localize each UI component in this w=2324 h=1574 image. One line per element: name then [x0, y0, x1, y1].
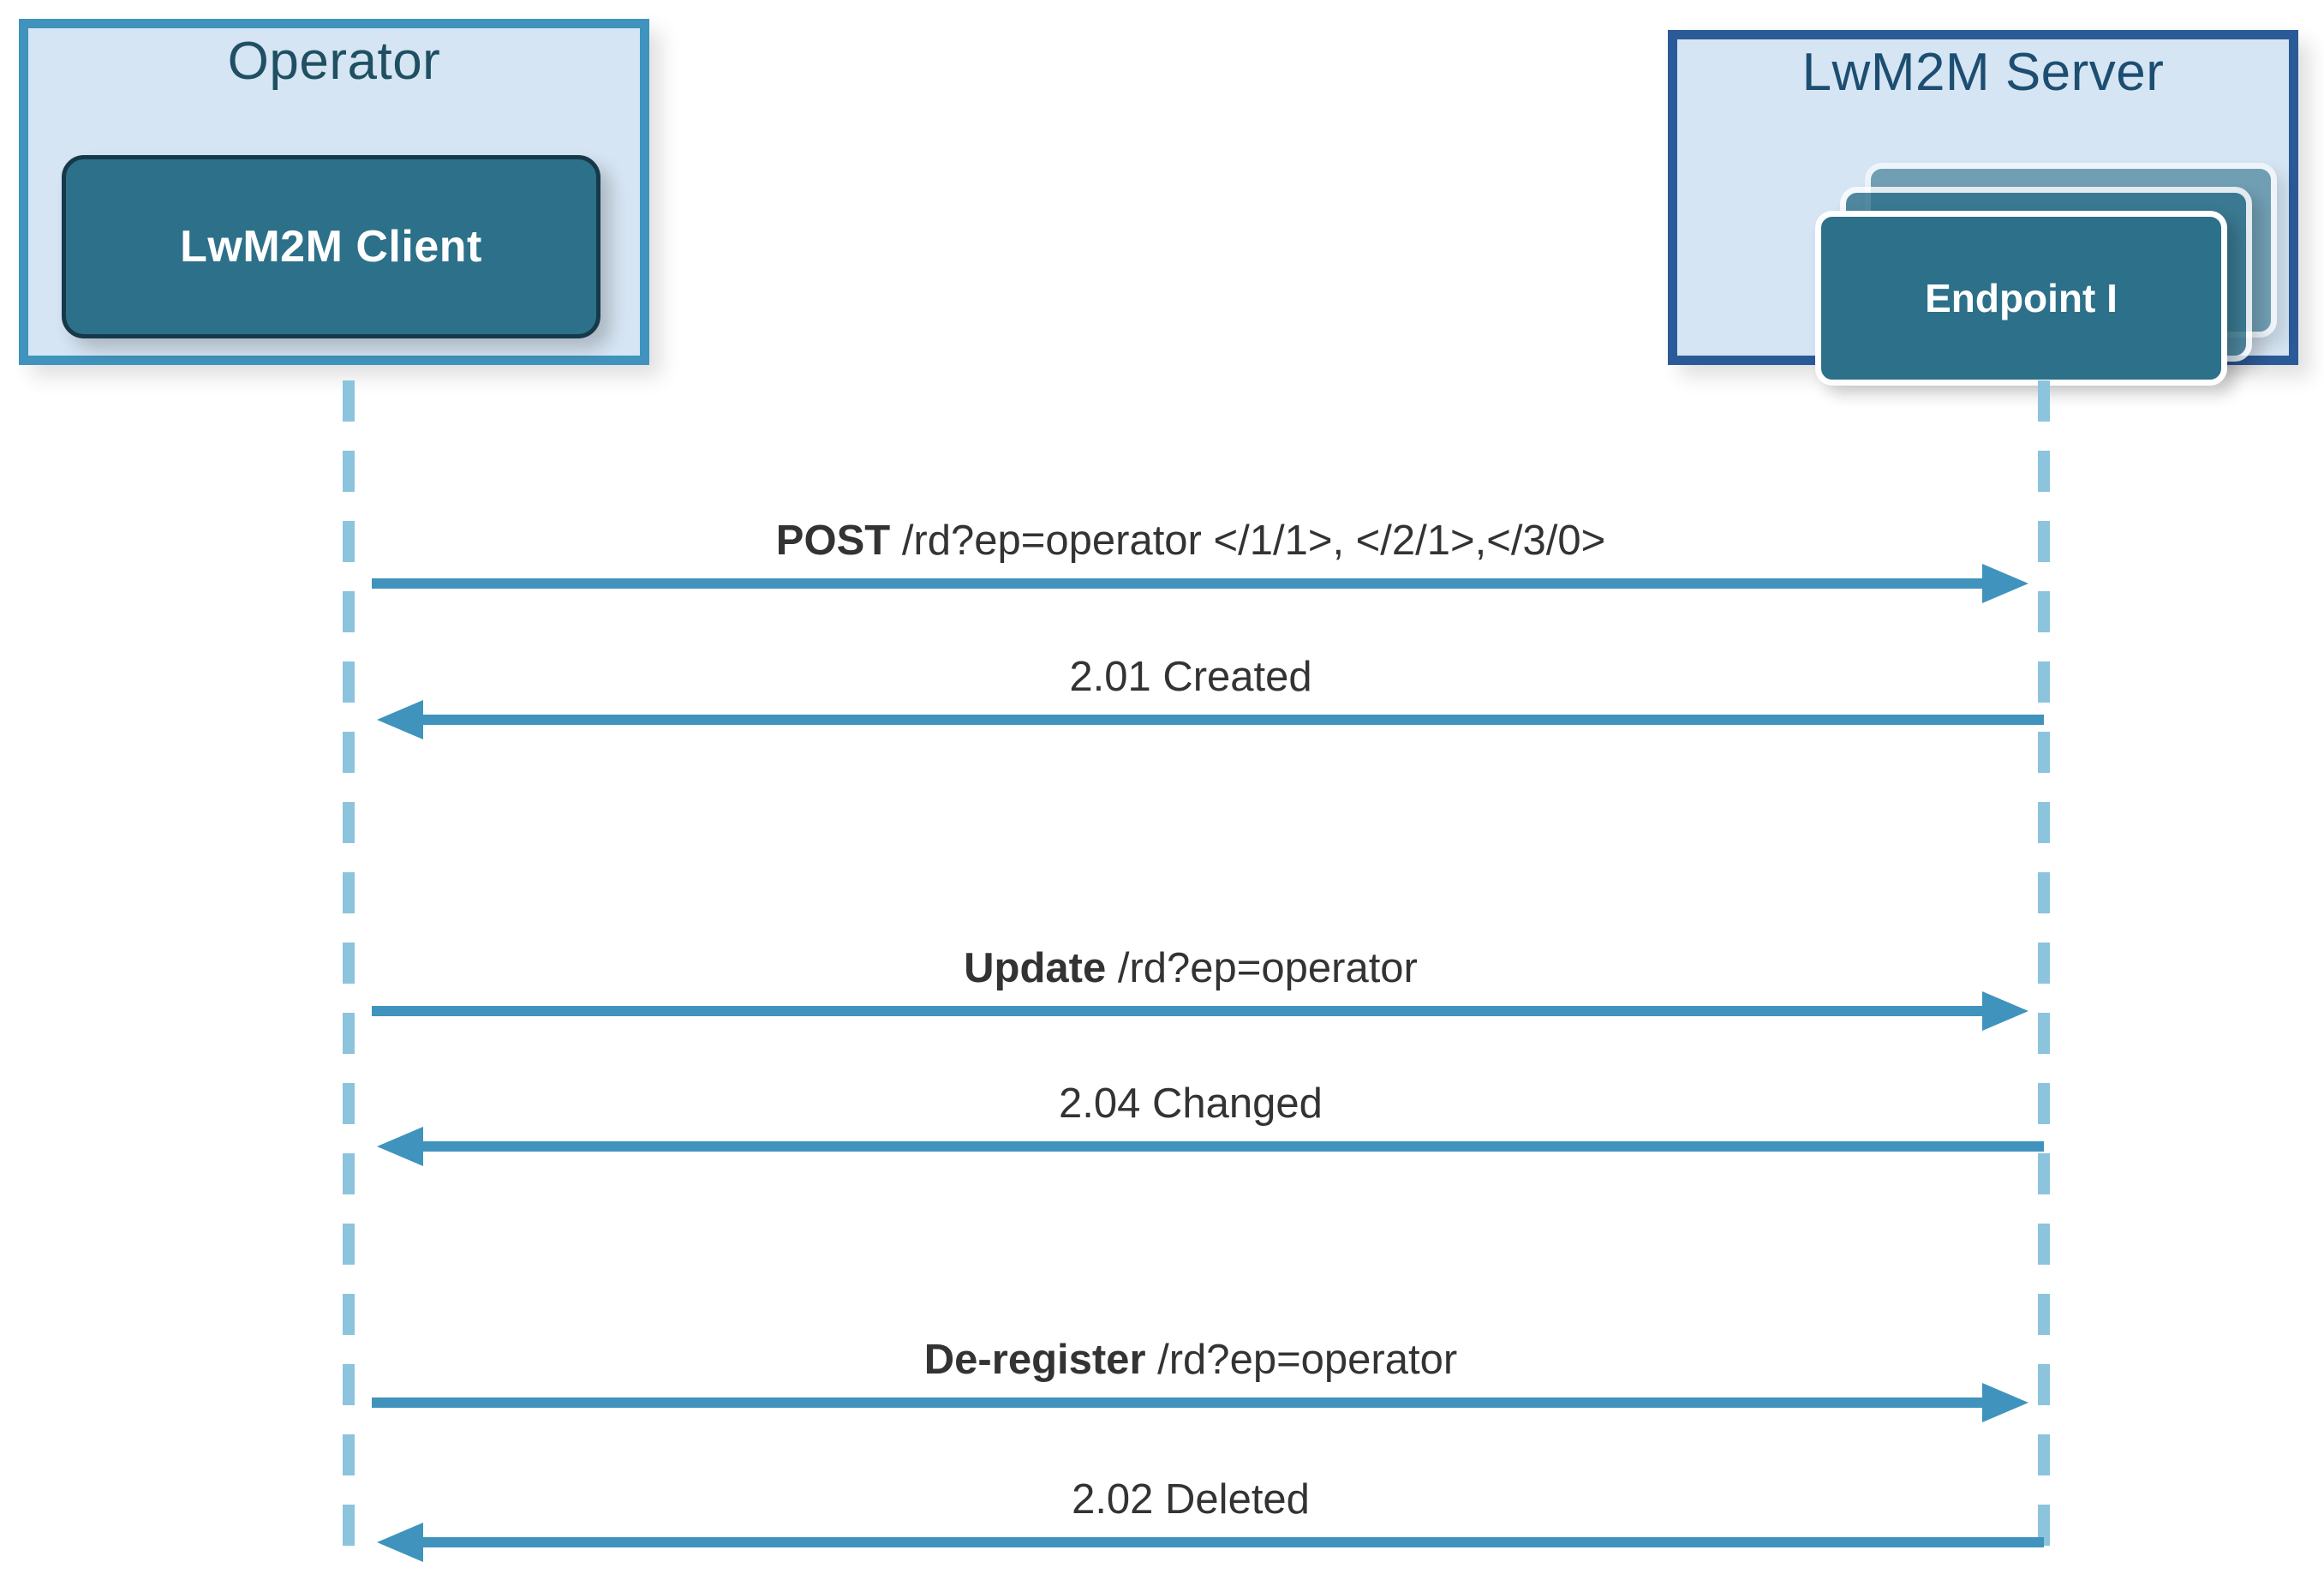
endpoint-stack: Endpoint III Endpoint II Endpoint I	[1677, 39, 2289, 386]
message-label-deregister-response: 2.02 Deleted	[377, 1475, 2004, 1523]
actor-box-operator: Operator LwM2M Client	[19, 19, 649, 365]
arrow-right-deregister-request	[372, 1383, 2028, 1422]
message-rest-update-response: 2.04 Changed	[1059, 1080, 1323, 1127]
message-bold-register-request: POST	[775, 518, 891, 564]
arrow-left-update-response	[377, 1127, 2044, 1166]
message-rest-update-request: /rd?ep=operator	[1106, 945, 1418, 991]
arrow-left-register-response	[377, 700, 2044, 739]
arrow-right-update-request	[372, 991, 2028, 1031]
actor-title-lwm2m-server: LwM2M Server	[1801, 43, 2165, 102]
endpoint-card-i-label: Endpoint I	[1925, 276, 2118, 320]
message-label-deregister-request: De-register /rd?ep=operator	[377, 1336, 2004, 1384]
lifeline-operator	[343, 380, 355, 1574]
message-label-register-response: 2.01 Created	[377, 653, 2004, 701]
message-label-update-response: 2.04 Changed	[377, 1080, 2004, 1128]
message-rest-register-response: 2.01 Created	[1069, 654, 1312, 700]
actor-title-operator: Operator	[227, 32, 441, 91]
message-label-register-request: POST /rd?ep=operator </1/1>, </2/1>,</3/…	[377, 517, 2004, 565]
message-bold-deregister-request: De-register	[923, 1337, 1146, 1383]
node-lwm2m-client: LwM2M Client	[62, 155, 600, 338]
node-lwm2m-client-label: LwM2M Client	[180, 222, 482, 272]
endpoint-card-i: Endpoint I	[1815, 211, 2227, 386]
lifeline-lwm2m-server	[2038, 380, 2050, 1574]
actor-box-lwm2m-server: LwM2M Server Endpoint III Endpoint II En…	[1668, 30, 2298, 386]
arrow-right-register-request	[372, 564, 2028, 603]
message-label-update-request: Update /rd?ep=operator	[377, 944, 2004, 992]
message-rest-deregister-response: 2.02 Deleted	[1072, 1476, 1310, 1523]
message-rest-register-request: /rd?ep=operator </1/1>, </2/1>,</3/0>	[890, 518, 1606, 564]
arrow-left-deregister-response	[377, 1523, 2044, 1562]
message-bold-update-request: Update	[964, 945, 1107, 991]
message-rest-deregister-request: /rd?ep=operator	[1145, 1337, 1458, 1383]
